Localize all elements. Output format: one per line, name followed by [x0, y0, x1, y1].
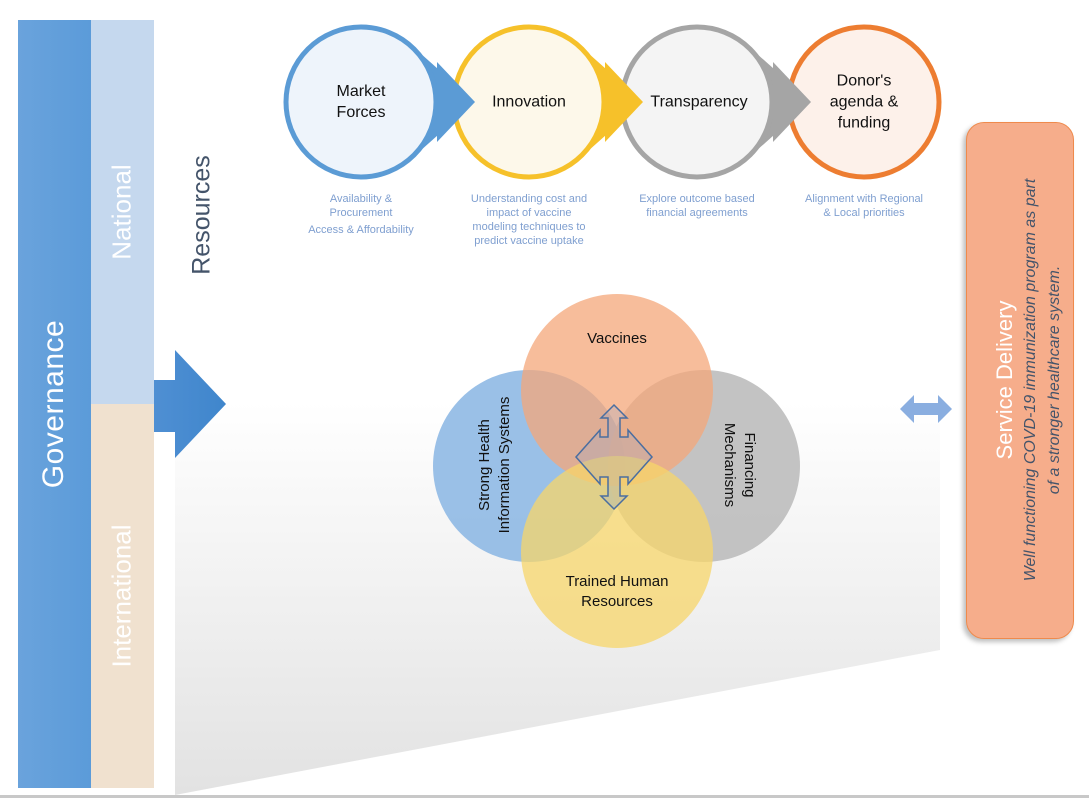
- governance-to-resources-arrow: [154, 350, 226, 458]
- venn-circle-vaccines: [521, 294, 713, 486]
- chevron-tip-market-forces: [437, 62, 475, 142]
- international-bar: [91, 404, 154, 788]
- caption-donors-agenda: Alignment with Regional & Local prioriti…: [804, 193, 924, 219]
- service-delivery-description: Well functioning COVD-19 immunization pr…: [1022, 178, 1063, 582]
- bidirectional-arrow-icon: [900, 395, 952, 423]
- governance-bar: [18, 20, 91, 788]
- chevron-tip-innovation: [605, 62, 643, 142]
- factor-label-transparency: Transparency: [650, 93, 748, 111]
- venn-label-vaccines: Vaccines: [587, 330, 647, 347]
- four-way-arrow-icon: [574, 403, 654, 511]
- resource-factors-flow: [283, 24, 942, 180]
- caption-transparency: Explore outcome based financial agreemen…: [639, 193, 755, 219]
- service-delivery-title: Service Delivery: [992, 300, 1017, 460]
- chevron-tip-transparency: [773, 62, 811, 142]
- bottom-border: [0, 795, 1089, 798]
- caption-innovation: Understanding cost and impact of vaccine…: [470, 193, 588, 247]
- service-delivery-box: [966, 122, 1074, 639]
- caption-market-forces: Availability & Procurement Access & Affo…: [308, 193, 414, 236]
- factor-ring: [283, 24, 439, 180]
- venn-circle-hr: [521, 456, 713, 648]
- factor-label-innovation: Innovation: [492, 93, 566, 111]
- national-bar: [91, 20, 154, 404]
